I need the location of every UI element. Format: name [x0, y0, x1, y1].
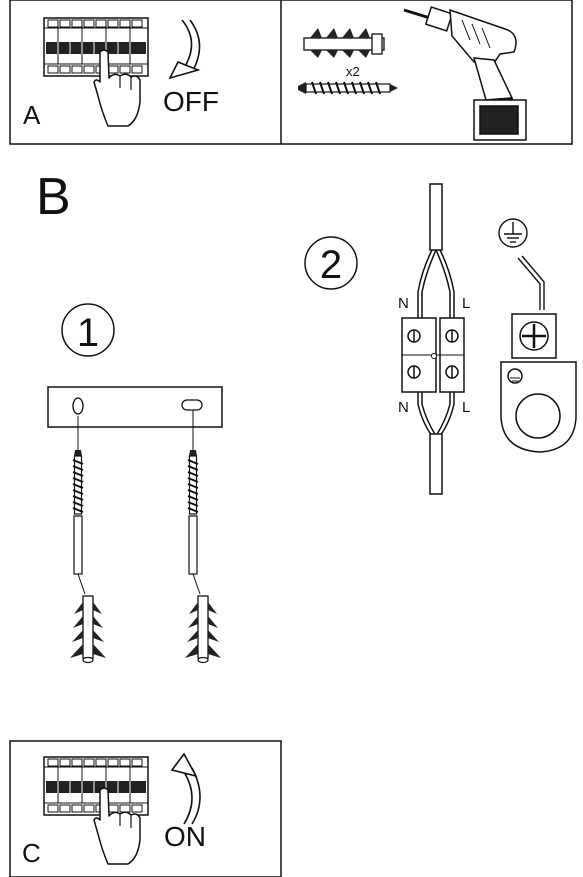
guide-line-left-lower — [77, 573, 86, 595]
wire-label-l-top: L — [462, 295, 470, 312]
panel-a-letter: A — [23, 100, 41, 130]
panel-a: A OFF x2 — [9, 0, 573, 145]
switch-state-off: OFF — [163, 86, 219, 117]
wall-plug-right-icon — [184, 595, 222, 664]
wall-plug-icon — [303, 28, 385, 58]
earth-symbol-icon — [498, 218, 528, 248]
panel-c-frame — [9, 740, 282, 877]
panel-c: C ON — [9, 740, 282, 877]
breaker-panel-icon — [43, 756, 149, 816]
step-1-badge — [61, 303, 115, 357]
rotate-arrow-icon — [170, 752, 201, 825]
wire-label-n-top: N — [398, 295, 409, 312]
panel-b-letter: B — [36, 168, 71, 226]
step-1-number: 1 — [77, 311, 99, 355]
wire-label-n-bottom: N — [398, 399, 409, 416]
wire-label-l-bottom: L — [462, 399, 470, 416]
drill-icon — [403, 6, 527, 141]
screw-left-icon — [72, 449, 84, 575]
fixings-quantity: x2 — [346, 64, 360, 79]
switch-state-on: ON — [164, 821, 206, 852]
rotate-arrow-icon — [168, 19, 201, 80]
screw-right-icon — [187, 449, 199, 575]
panel-b: B 1 2 N L — [36, 168, 577, 664]
cable-bottom-icon — [417, 392, 455, 495]
breaker-panel-icon — [43, 17, 149, 77]
step-2-number: 2 — [320, 243, 342, 287]
panel-a-frame — [9, 0, 573, 145]
panel-c-letter: C — [22, 838, 41, 868]
step-2-badge — [304, 236, 358, 290]
mounting-plate-icon — [47, 386, 223, 428]
terminal-block-icon — [401, 317, 465, 393]
screw-icon — [298, 81, 398, 95]
cable-top-icon — [417, 183, 455, 318]
earth-wire-icon — [517, 255, 545, 310]
wall-plug-left-icon — [69, 595, 107, 664]
earth-ring-terminal-icon — [500, 313, 577, 453]
guide-line-right-lower — [192, 573, 201, 595]
